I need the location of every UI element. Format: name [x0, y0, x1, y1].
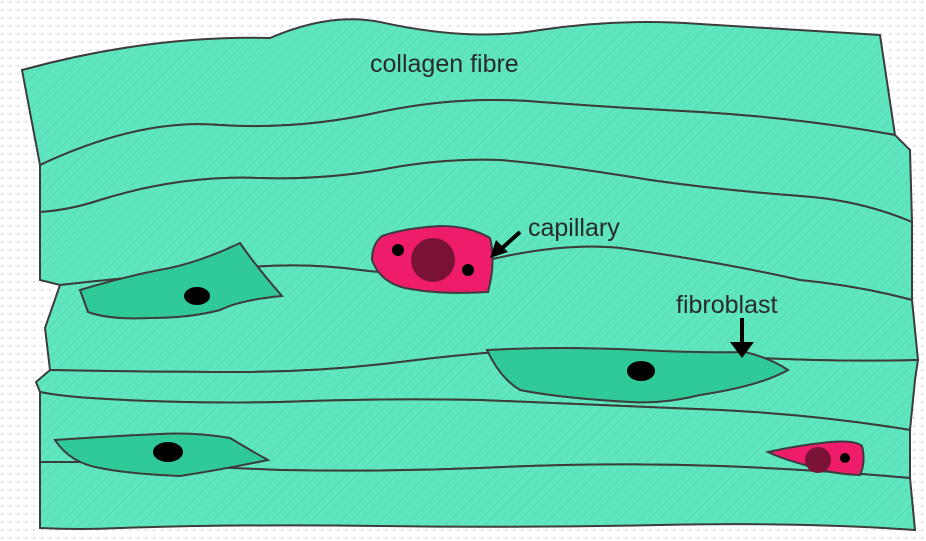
- label-collagen-fibre: collagen fibre: [370, 50, 519, 78]
- fibroblast-nucleus: [627, 361, 655, 381]
- capillary-dot: [462, 264, 474, 276]
- capillary-nucleus: [411, 238, 455, 282]
- label-capillary: capillary: [528, 214, 620, 242]
- label-fibroblast: fibroblast: [676, 291, 777, 319]
- capillary-dot: [392, 244, 404, 256]
- fibroblast-nucleus: [184, 287, 210, 305]
- capillary-dot: [840, 453, 850, 463]
- capillary-nucleus: [805, 447, 831, 473]
- fibroblast-nucleus: [153, 442, 183, 462]
